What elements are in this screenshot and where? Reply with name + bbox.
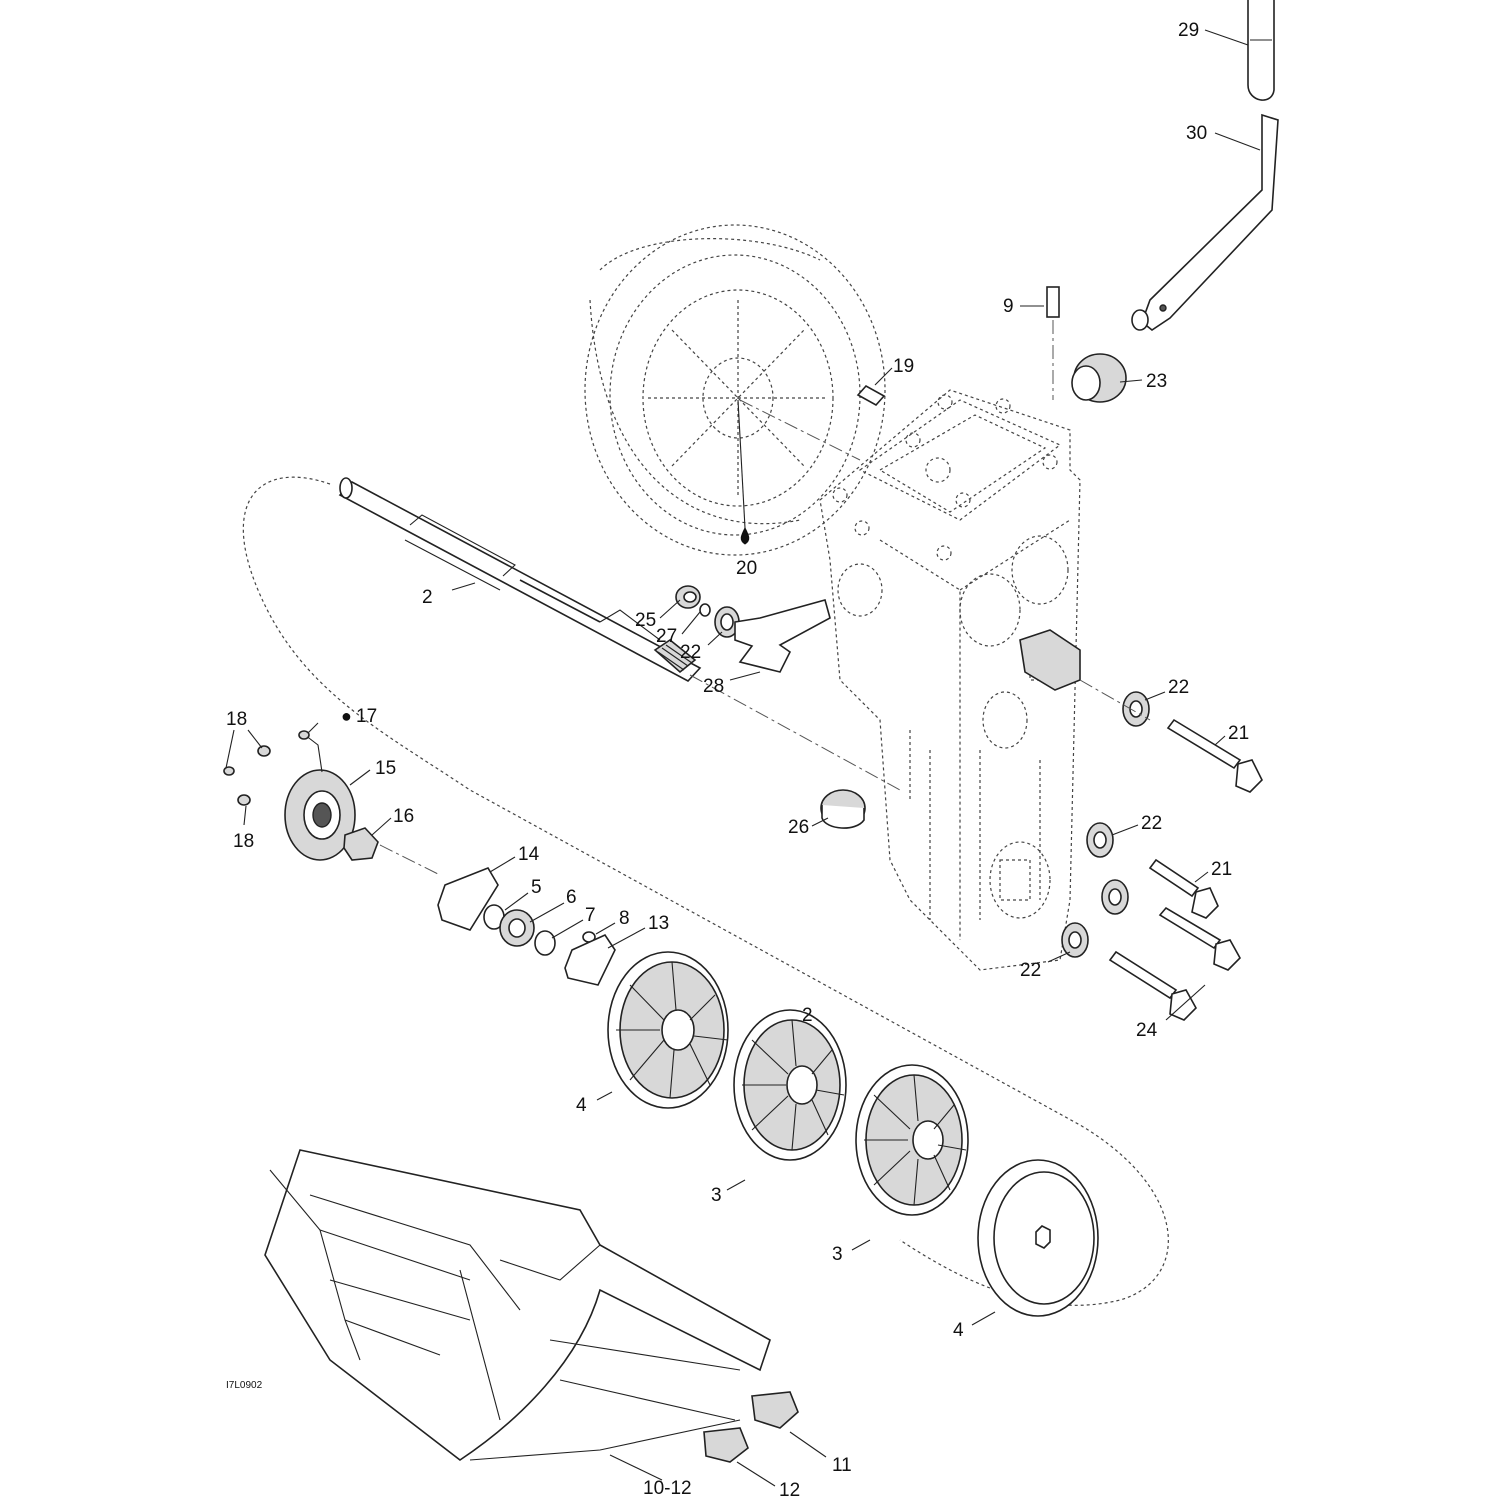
wheel-4b: [977, 1159, 1099, 1317]
callout-19: 19: [893, 356, 915, 377]
callout-9: 9: [1003, 296, 1014, 317]
callout-22-a: 22: [680, 642, 702, 663]
jackshaft-centerline: [689, 674, 901, 791]
sensor-17: [298, 730, 323, 773]
callout-20: 20: [736, 558, 758, 579]
spacer-26: [820, 789, 866, 829]
pin-9: [1046, 286, 1060, 318]
sprocket-4a: [607, 951, 729, 1109]
callout-26: 26: [788, 817, 810, 838]
nut-18c: [237, 794, 251, 806]
callout-22-b: 22: [1168, 677, 1190, 698]
callout-22-c: 22: [1141, 813, 1163, 834]
speed-sensor-16: [343, 827, 379, 861]
nut-18b: [223, 766, 235, 776]
callout-24: 24: [1136, 1020, 1158, 1041]
pulley-axis-centerline: [739, 399, 861, 461]
callout-27: 27: [656, 626, 678, 647]
lubricant-drop-icon: [740, 526, 750, 545]
callout-11: 11: [832, 1455, 852, 1476]
bolt-21a: [1166, 718, 1263, 793]
diagram-code: I7L0902: [226, 1380, 263, 1391]
chaincase-housing-phantom: [819, 389, 1081, 971]
bearing-22c: [1086, 822, 1114, 858]
bolt-24b: [1108, 950, 1197, 1021]
lever-tube-29: [1247, 0, 1275, 101]
guide-clip-12: [703, 1427, 749, 1463]
bearing-flange-15: [284, 769, 356, 861]
guide-clip-11: [751, 1391, 799, 1429]
bearing-6: [499, 909, 535, 947]
callout-8: 8: [619, 908, 630, 929]
sprocket-3a: [733, 1009, 847, 1161]
callout-29: 29: [1178, 20, 1200, 41]
callout-10-12: 10-12: [643, 1478, 692, 1499]
callout-21-b: 21: [1211, 859, 1233, 880]
callout-4-left: 4: [576, 1095, 587, 1116]
callout-17: 17: [356, 706, 378, 727]
plate-14: [437, 867, 499, 931]
callout-3-right: 3: [832, 1244, 843, 1265]
bolt-24a: [1158, 906, 1241, 971]
bearing-22e: [1061, 922, 1089, 958]
item-20-leader: [737, 399, 746, 529]
callout-4-right: 4: [953, 1320, 964, 1341]
washer-27: [699, 603, 711, 617]
callout-18-top: 18: [226, 709, 248, 730]
output-spline: [1019, 629, 1081, 691]
plate-13: [564, 933, 616, 986]
callout-14: 14: [518, 844, 540, 865]
bushing-23: [1071, 353, 1127, 403]
sprocket-3b: [855, 1064, 969, 1216]
callout-18-bottom: 18: [233, 831, 255, 852]
lubricant-drop-icon-17: ●: [341, 706, 352, 726]
callout-2-sprocket: 2: [802, 1005, 813, 1026]
callout-3-left: 3: [711, 1185, 722, 1206]
callout-12: 12: [779, 1480, 801, 1500]
driven-pulley-phantom: [584, 224, 886, 556]
callout-6: 6: [566, 887, 577, 908]
nut-25: [675, 585, 701, 609]
jackshaft: [338, 477, 702, 682]
key-19: [856, 384, 886, 407]
callout-30: 30: [1186, 123, 1208, 144]
callout-21-a: 21: [1228, 723, 1250, 744]
bearing-22b: [1122, 691, 1150, 727]
bolt-21b: [1148, 858, 1219, 919]
callout-13: 13: [648, 913, 670, 934]
leader-lines: [225, 29, 1261, 1487]
callout-7: 7: [585, 905, 596, 926]
tensioner-fork-28: [734, 599, 831, 673]
callout-2-jackshaft: 2: [422, 587, 433, 608]
callout-15: 15: [375, 758, 397, 779]
shift-rod-30: [1131, 113, 1279, 331]
callout-23: 23: [1146, 371, 1168, 392]
bearing-22d: [1101, 879, 1129, 915]
callout-5: 5: [531, 877, 542, 898]
callout-22-d: 22: [1020, 960, 1042, 981]
track-belt: [264, 1149, 771, 1461]
callout-16: 16: [393, 806, 415, 827]
callout-28: 28: [703, 676, 725, 697]
washer-7: [534, 930, 556, 956]
callout-25: 25: [635, 610, 657, 631]
nut-18a: [257, 745, 271, 757]
